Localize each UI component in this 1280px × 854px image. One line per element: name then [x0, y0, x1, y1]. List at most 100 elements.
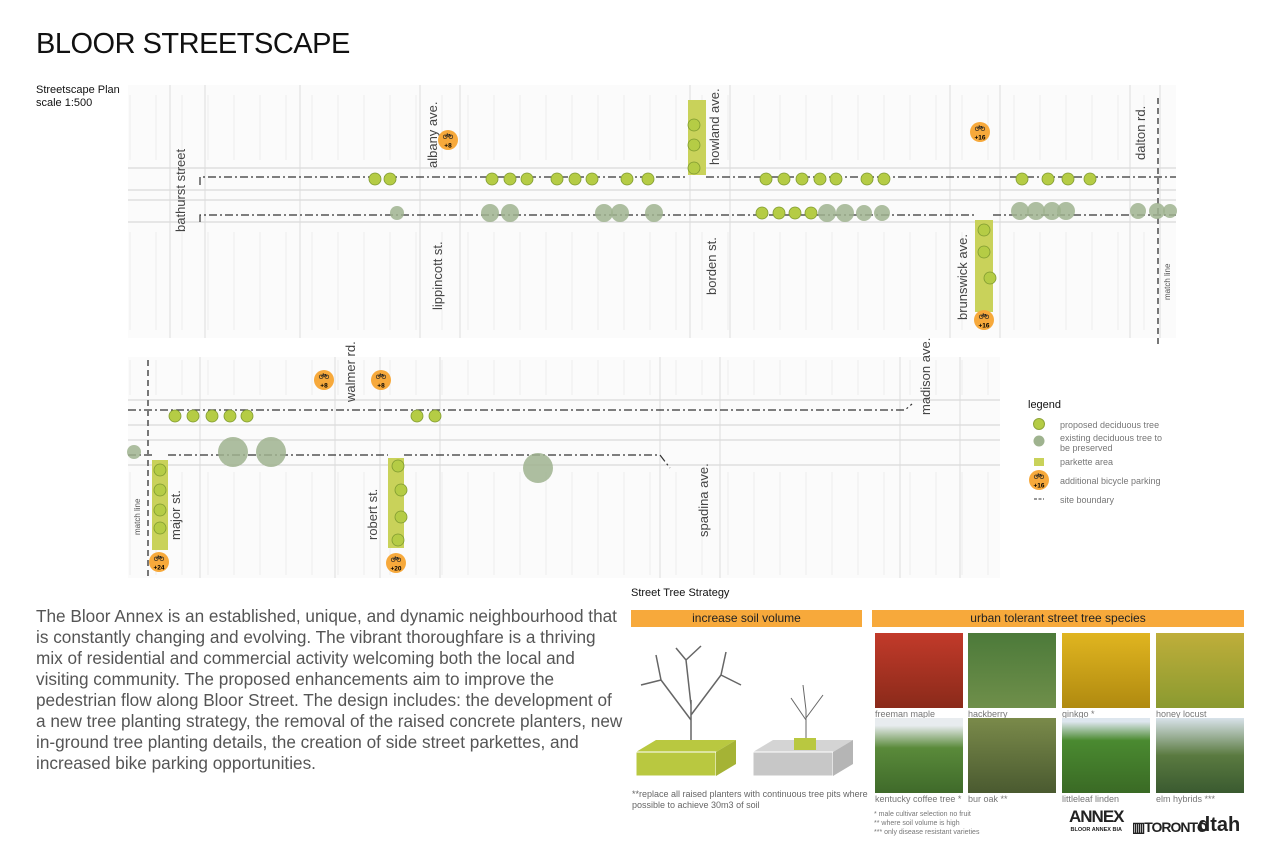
toronto-logo: ▥TORONTO [1132, 819, 1208, 835]
proposed-tree [368, 172, 382, 186]
proposed-tree [1015, 172, 1029, 186]
proposed-tree [240, 409, 254, 423]
plan-name: Streetscape Plan [36, 84, 120, 96]
proposed-tree [755, 206, 769, 220]
existing-tree [218, 437, 248, 467]
proposed-tree [1041, 172, 1055, 186]
proposed-tree [503, 172, 517, 186]
soil-volume-diagram [635, 645, 853, 777]
bike-parking-icon [1029, 470, 1049, 490]
proposed-tree [829, 172, 843, 186]
svg-text:+16: +16 [978, 323, 989, 330]
existing-tree [481, 204, 499, 222]
existing-tree [818, 204, 836, 222]
street-label-madison: madison ave. [918, 338, 933, 415]
existing-tree [523, 453, 553, 483]
proposed-tree [383, 172, 397, 186]
proposed-tree [186, 409, 200, 423]
proposed-tree [772, 206, 786, 220]
species-photo [1062, 718, 1150, 793]
large-tree-icon [640, 645, 742, 755]
proposed-tree [394, 510, 408, 524]
street-label-spadina: spadina ave. [696, 463, 711, 537]
legend-label: site boundary [1060, 495, 1115, 505]
species-photo [1156, 633, 1244, 708]
species-photo [1156, 718, 1244, 793]
existing-tree [127, 445, 141, 459]
street-label-major: major st. [168, 490, 183, 540]
street-label-dalton: dalton rd. [1133, 106, 1148, 160]
proposed-tree [153, 483, 167, 497]
proposed-tree [550, 172, 564, 186]
species-name: kentucky coffee tree * [875, 794, 962, 804]
proposed-tree [687, 118, 701, 132]
large-soil-volume [636, 740, 736, 752]
legend-badge-count: +16 [1033, 483, 1044, 490]
footnote: ** where soil volume is high [874, 820, 960, 827]
proposed-tree [205, 409, 219, 423]
existing-tree [256, 437, 286, 467]
map-bottom [128, 357, 1000, 578]
street-label-walmer: walmer rd. [343, 341, 358, 403]
proposed-tree [394, 483, 408, 497]
existing-tree [390, 206, 404, 220]
proposed-tree [568, 172, 582, 186]
proposed-tree [168, 409, 182, 423]
legend: legend +16 [1028, 399, 1061, 500]
page-title: BLOOR STREETSCAPE [36, 28, 350, 60]
proposed-tree [777, 172, 791, 186]
species-name: bur oak ** [968, 794, 1008, 804]
street-label-brunswick: brunswick ave. [955, 234, 970, 320]
species-name: littleleaf linden [1062, 794, 1120, 804]
parkette-area [688, 100, 706, 175]
match-line-label-bottom: match line [133, 498, 142, 535]
match-line-label-top: match line [1163, 263, 1172, 300]
bloor-annex-bia-logo: ANNEX BLOOR ANNEX BIA [1069, 807, 1125, 833]
bike-parking-badge: +24 [149, 552, 169, 572]
footnote: *** only disease resistant varieties [874, 829, 980, 836]
legend-label: proposed deciduous tree [1060, 420, 1160, 430]
existing-tree [836, 204, 854, 222]
species-name: hackberry [968, 709, 1008, 719]
existing-tree-icon [1033, 435, 1045, 447]
existing-tree [1027, 202, 1045, 220]
street-label-albany: albany ave. [425, 102, 440, 169]
street-label-bathurst: bathurst street [173, 149, 188, 232]
proposed-tree [153, 521, 167, 535]
proposed-tree [877, 172, 891, 186]
plan-scale: scale 1:500 [36, 97, 93, 109]
soil-volume-heading: increase soil volume [631, 610, 862, 627]
proposed-tree [223, 409, 237, 423]
species-heading: urban tolerant street tree species [872, 610, 1244, 627]
proposed-tree [391, 459, 405, 473]
intro-paragraph: The Bloor Annex is an established, uniqu… [36, 606, 623, 773]
existing-tree [501, 204, 519, 222]
proposed-tree [428, 409, 442, 423]
species-name: honey locust [1156, 709, 1207, 719]
proposed-tree [153, 503, 167, 517]
svg-text:+16: +16 [974, 135, 985, 142]
svg-text:+20: +20 [390, 566, 401, 573]
bike-parking-badge: +8 [371, 370, 391, 390]
proposed-tree [1061, 172, 1075, 186]
bike-parking-badge: +8 [314, 370, 334, 390]
site-boundary [128, 403, 913, 411]
existing-tree [1163, 204, 1177, 218]
species-photo [875, 718, 963, 793]
bike-parking-badge: +20 [386, 553, 406, 573]
street-label-lippincott: lippincott st. [430, 241, 445, 310]
streetscape-plan-map: bathurst street albany ave. lippincott s… [127, 85, 1177, 578]
existing-tree [874, 205, 890, 221]
legend-label: parkette area [1060, 457, 1114, 467]
street-label-borden: borden st. [704, 237, 719, 295]
proposed-tree-icon [1033, 418, 1045, 430]
svg-text:+8: +8 [377, 383, 385, 390]
proposed-tree [620, 172, 634, 186]
existing-tree [1149, 203, 1165, 219]
legend-label: existing deciduous tree to be preserved [1060, 433, 1163, 453]
existing-tree [1043, 202, 1061, 220]
existing-tree [1011, 202, 1029, 220]
species-photo [968, 633, 1056, 708]
proposed-tree [983, 271, 997, 285]
existing-tree [611, 204, 629, 222]
